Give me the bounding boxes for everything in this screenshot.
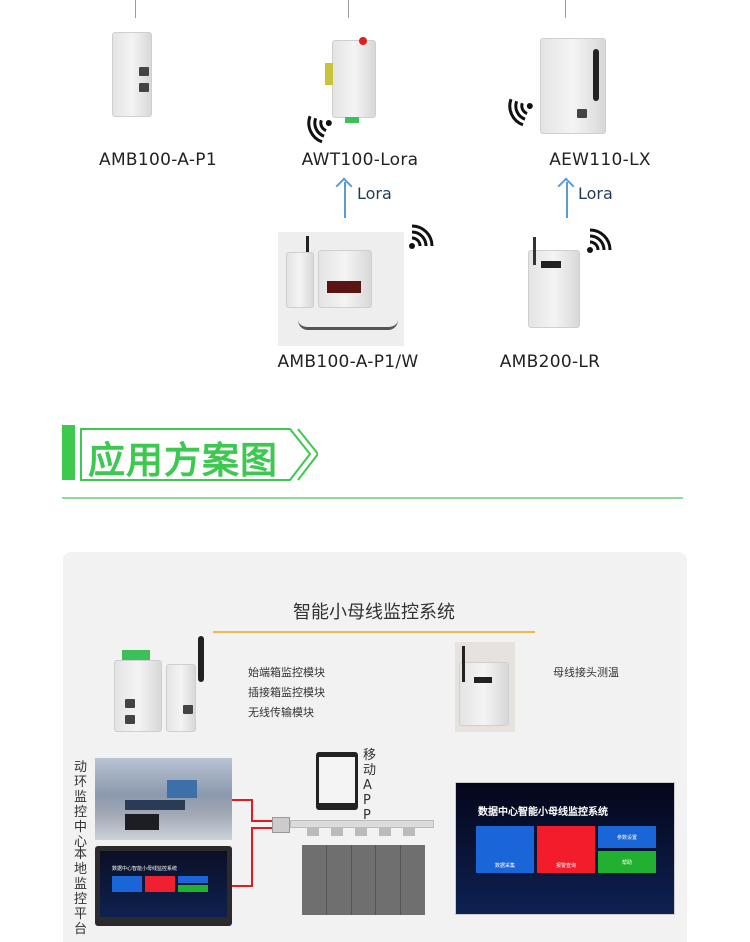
aew110-device-image	[540, 38, 606, 134]
device-label: AMB100-A-P1	[99, 150, 217, 170]
junction-box	[272, 817, 290, 833]
device-label: AMB200-LR	[499, 352, 601, 372]
arrow-up-icon	[344, 182, 346, 218]
awt100-device-image	[325, 37, 376, 123]
network-cable	[251, 820, 273, 822]
tap-box	[331, 828, 343, 836]
tile-help[interactable]: 帮助	[598, 851, 656, 873]
connector-line	[348, 0, 349, 18]
wireless-signal-icon	[508, 98, 533, 127]
amb200-device-image	[528, 237, 580, 328]
control-room-photo	[95, 758, 232, 840]
tile-settings[interactable]: 参数设置	[598, 826, 656, 848]
wireless-signal-icon	[409, 224, 434, 249]
tile-label: 数据采集	[494, 863, 515, 869]
temperature-sensor-image	[455, 642, 515, 732]
module-label: 无线传输模块	[248, 706, 314, 719]
power-cabinets	[302, 845, 425, 915]
mobile-tablet	[316, 752, 358, 810]
section-title-frame	[80, 428, 318, 481]
tile-label: 参数设置	[616, 834, 637, 841]
section-title: 应用方案图	[88, 439, 278, 482]
tile-label: 报警查询	[555, 863, 576, 869]
tap-box	[403, 828, 415, 836]
network-cable	[232, 799, 252, 801]
module-label: 始端箱监控模块	[248, 666, 325, 679]
busbar	[290, 820, 434, 828]
tap-box	[307, 828, 319, 836]
section-accent-bar	[62, 425, 75, 480]
temp-label: 母线接头测温	[553, 666, 619, 679]
screen-title: 数据中心智能小母线监控系统	[478, 807, 608, 818]
network-cable	[251, 799, 253, 821]
diagram-title: 智能小母线监控系统	[293, 602, 455, 623]
wireless-signal-icon	[587, 228, 612, 253]
device-label: AMB100-A-P1/W	[277, 352, 419, 372]
tile-data-collection[interactable]: 数据采集	[476, 826, 534, 873]
system-main-screen: 数据中心智能小母线监控系统 数据采集 报警查询 参数设置 帮助	[455, 782, 675, 915]
amb100w-device-image	[278, 232, 404, 346]
local-platform-label: 本地监控平台	[74, 847, 88, 937]
network-cable	[232, 885, 252, 887]
connector-line	[565, 0, 566, 18]
mobile-app-label: 移动APP	[363, 748, 377, 823]
device-label: AWT100-Lora	[301, 150, 419, 170]
tap-box	[379, 828, 391, 836]
link-label: Lora	[357, 184, 392, 203]
local-touch-screen: 数据中心智能小母线监控系统	[95, 846, 232, 926]
module-label: 插接箱监控模块	[248, 686, 325, 699]
network-cable	[251, 827, 253, 887]
tile-alarm-query[interactable]: 报警查询	[537, 826, 595, 873]
device-label: AEW110-LX	[549, 150, 651, 170]
arrow-up-icon	[566, 182, 568, 218]
tap-box	[355, 828, 367, 836]
title-underline	[213, 631, 535, 633]
monitor-center-label: 动环监控中心	[74, 760, 88, 850]
tile-label: 帮助	[621, 859, 632, 866]
connector-line	[135, 0, 136, 18]
wireless-signal-icon	[307, 115, 332, 144]
section-divider	[62, 497, 683, 499]
monitoring-modules-image	[110, 636, 210, 736]
network-cable	[251, 827, 273, 829]
local-screen-title: 数据中心智能小母线监控系统	[112, 866, 178, 872]
link-label: Lora	[578, 184, 613, 203]
amb100-device-image	[112, 32, 152, 117]
